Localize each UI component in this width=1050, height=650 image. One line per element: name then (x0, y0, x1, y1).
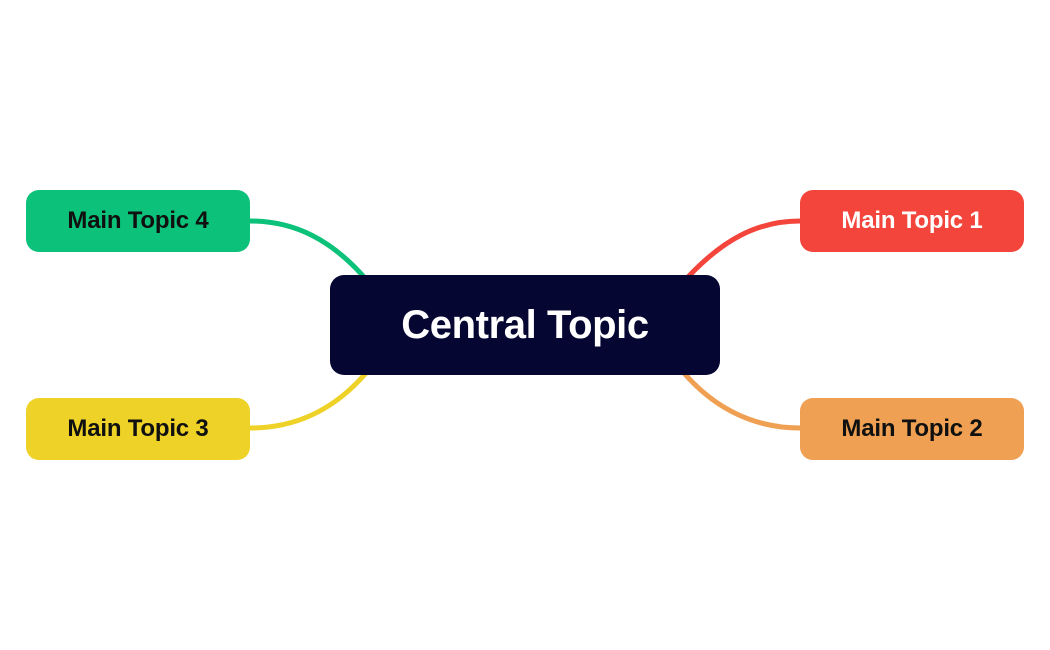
main-topic-2-node[interactable]: Main Topic 2 (800, 398, 1024, 460)
main-topic-4-label: Main Topic 4 (67, 206, 209, 234)
main-topic-1-label: Main Topic 1 (841, 206, 983, 234)
main-topic-3-label: Main Topic 3 (67, 414, 209, 442)
connector-to-topic-3 (247, 370, 369, 431)
main-topic-3-node[interactable]: Main Topic 3 (26, 398, 250, 460)
connector-to-topic-1 (685, 218, 803, 280)
connector-to-topic-4 (247, 218, 367, 280)
main-topic-4-node[interactable]: Main Topic 4 (26, 190, 250, 252)
central-topic-label: Central Topic (401, 303, 649, 347)
main-topic-1-node[interactable]: Main Topic 1 (800, 190, 1024, 252)
central-topic-node[interactable]: Central Topic (330, 275, 720, 375)
connector-to-topic-2 (681, 370, 803, 431)
main-topic-2-label: Main Topic 2 (841, 414, 983, 442)
